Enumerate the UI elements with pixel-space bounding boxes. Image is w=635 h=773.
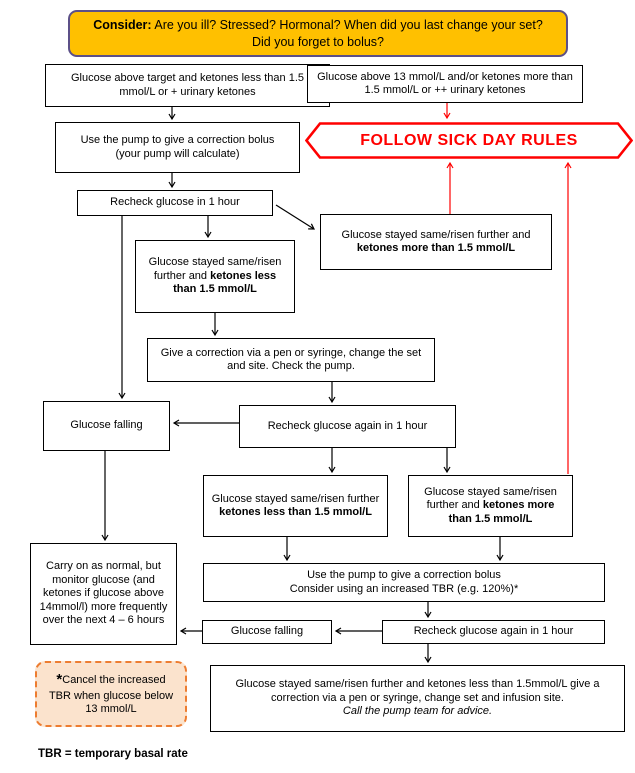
same-ketones-less-mid-bold: ketones less than 1.5 mmol/L — [173, 269, 277, 296]
final-advice-italic: Call the pump team for advice. — [342, 705, 493, 718]
box-same-ketones-more-top: Glucose stayed same/risen further and ke… — [320, 214, 552, 270]
box-same-ketones-more-top-text: Glucose stayed same/risen further and ke… — [327, 229, 545, 256]
note-cancel-tbr: *Cancel the increased TBR when glucose b… — [35, 661, 187, 727]
box-recheck-1h: Recheck glucose in 1 hour — [77, 190, 273, 216]
box-glucose-above-13: Glucose above 13 mmol/L and/or ketones m… — [307, 65, 583, 103]
box-pump-tbr-line1: Use the pump to give a correction bolus — [307, 569, 501, 582]
box-same-ketones-less-mid-text: Glucose stayed same/risen further and ke… — [142, 256, 288, 296]
final-advice-main: Glucose stayed same/risen further and ke… — [235, 678, 600, 704]
box-pump-correction-text: Use the pump to give a correction bolus … — [81, 134, 275, 161]
box-recheck-again-1: Recheck glucose again in 1 hour — [239, 405, 456, 448]
box-pump-correction: Use the pump to give a correction bolus … — [55, 122, 300, 173]
box-pen-correction: Give a correction via a pen or syringe, … — [147, 338, 435, 382]
same-ketones-less-bottom-bold: ketones less than 1.5 mmol/L — [219, 506, 372, 518]
box-recheck-1h-text: Recheck glucose in 1 hour — [110, 196, 240, 209]
box-pump-tbr: Use the pump to give a correction bolus … — [203, 563, 605, 602]
same-ketones-more-top-normal: Glucose stayed same/risen further and — [341, 228, 531, 241]
box-same-ketones-less-mid: Glucose stayed same/risen further and ke… — [135, 240, 295, 313]
box-glucose-falling-1: Glucose falling — [43, 401, 170, 451]
box-glucose-above-13-text: Glucose above 13 mmol/L and/or ketones m… — [317, 70, 573, 96]
consider-banner-text: Consider: Are you ill? Stressed? Hormona… — [84, 17, 552, 50]
hexagon-shape — [304, 122, 634, 159]
box-pump-tbr-line2: Consider using an increased TBR (e.g. 12… — [289, 582, 519, 595]
consider-banner: Consider: Are you ill? Stressed? Hormona… — [68, 10, 568, 57]
box-glucose-above-target: Glucose above target and ketones less th… — [45, 64, 330, 107]
consider-banner-lead: Consider: — [93, 18, 152, 33]
box-recheck-again-1-text: Recheck glucose again in 1 hour — [267, 419, 428, 432]
box-pump-correction-line2: (your pump will calculate) — [115, 147, 240, 160]
cancel-tbr-asterisk: * — [56, 670, 63, 688]
box-glucose-falling-2: Glucose falling — [202, 620, 332, 644]
same-ketones-more-top-bold: ketones more than 1.5 mmol/L — [356, 242, 516, 254]
box-pen-correction-text: Give a correction via a pen or syringe, … — [160, 346, 422, 372]
box-same-ketones-more-bottom-text: Glucose stayed same/risen further and ke… — [415, 486, 566, 526]
box-recheck-again-2: Recheck glucose again in 1 hour — [382, 620, 605, 644]
box-same-ketones-less-bottom: Glucose stayed same/risen further ketone… — [203, 475, 388, 537]
box-final-advice: Glucose stayed same/risen further and ke… — [210, 665, 625, 732]
box-final-advice-text: Glucose stayed same/risen further and ke… — [217, 678, 618, 718]
note-cancel-tbr-text: *Cancel the increased TBR when glucose b… — [45, 671, 177, 717]
sick-day-rules-hexagon: FOLLOW SICK DAY RULES — [304, 122, 634, 159]
box-same-ketones-less-bottom-text: Glucose stayed same/risen further ketone… — [212, 493, 380, 520]
sick-day-rules-text: FOLLOW SICK DAY RULES — [360, 131, 578, 149]
box-same-ketones-more-bottom: Glucose stayed same/risen further and ke… — [408, 475, 573, 537]
same-ketones-less-bottom-normal: Glucose stayed same/risen further — [211, 492, 380, 505]
same-ketones-more-bottom-normal: Glucose stayed same/risen further and — [424, 485, 557, 512]
same-ketones-more-bottom-bold: ketones more than 1.5 mmol/L — [448, 499, 555, 525]
box-glucose-falling-1-text: Glucose falling — [70, 419, 143, 432]
tbr-footnote: TBR = temporary basal rate — [38, 748, 188, 760]
box-carry-on: Carry on as normal, but monitor glucose … — [30, 543, 177, 645]
box-glucose-above-target-text: Glucose above target and ketones less th… — [71, 72, 304, 98]
cancel-tbr-body: Cancel the increased TBR when glucose be… — [48, 673, 174, 716]
box-pump-tbr-text: Use the pump to give a correction bolus … — [290, 569, 518, 596]
box-glucose-falling-2-text: Glucose falling — [230, 625, 304, 638]
box-carry-on-text: Carry on as normal, but monitor glucose … — [39, 560, 168, 627]
box-pump-correction-line1: Use the pump to give a correction bolus — [80, 134, 275, 147]
box-recheck-again-2-text: Recheck glucose again in 1 hour — [413, 625, 574, 638]
consider-banner-rest: Are you ill? Stressed? Hormonal? When di… — [151, 18, 543, 49]
same-ketones-less-mid-normal: Glucose stayed same/risen further and — [148, 256, 282, 282]
